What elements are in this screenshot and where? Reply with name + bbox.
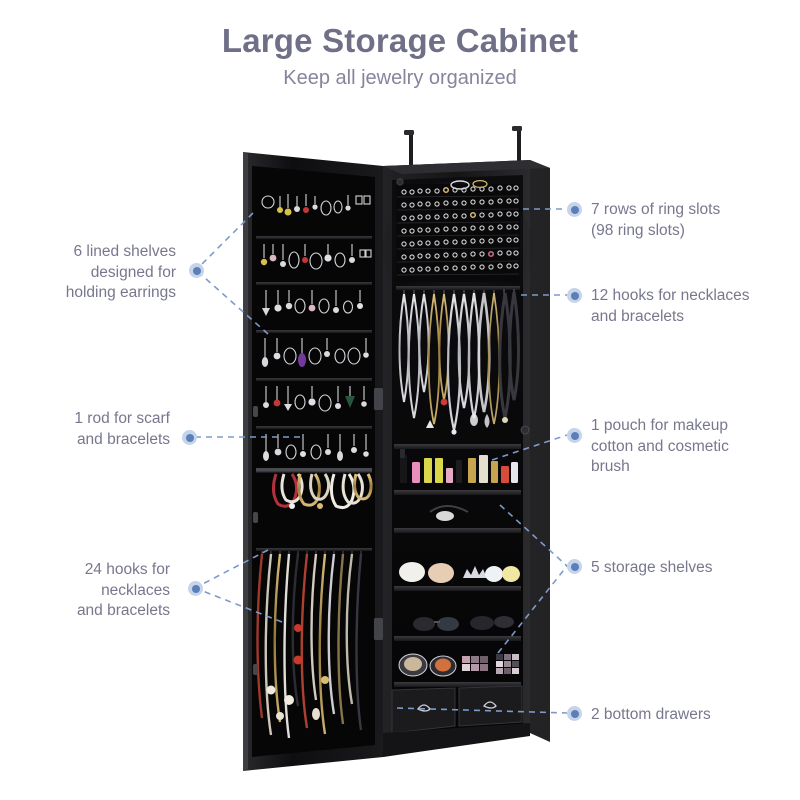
marker-lined-shelves[interactable] [189,263,204,278]
callout-necklace-hooks-12: 12 hooks for necklaces and bracelets [591,287,750,325]
cabinet-door-open [243,152,383,771]
callout-storage-shelves: 5 storage shelves [591,559,713,576]
necklace-hook-section [396,286,520,435]
scarf-rod [256,468,373,509]
marker-scarf-rod[interactable] [182,430,197,445]
door-hinges [374,388,383,640]
callout-ring-slots: 7 rows of ring slots (98 ring slots) [591,201,721,239]
marker-ring-slots[interactable] [567,202,582,217]
bottom-drawers [383,685,530,757]
header: Large Storage Cabinet Keep all jewelry o… [0,0,800,90]
marker-necklace-hooks-24[interactable] [188,581,203,596]
ring-slot-panel [396,178,520,282]
callout-makeup-pouch: 1 pouch for makeup cotton and cosmetic b… [591,417,729,476]
storage-shelves [394,490,521,687]
marker-storage-shelves[interactable] [567,559,582,574]
callout-bottom-drawers: 2 bottom drawers [591,706,711,723]
cabinet-lock-icon [520,425,530,435]
callout-necklace-hooks-24: 24 hooks for necklaces and bracelets [76,561,170,620]
marker-makeup-pouch[interactable] [567,428,582,443]
callout-scarf-rod: 1 rod for scarf and bracelets [74,410,170,448]
page-subtitle: Keep all jewelry organized [283,67,517,89]
page-title: Large Storage Cabinet [221,22,579,59]
cosmetic-shelf [394,444,521,483]
callout-lined-shelves: 6 lined shelves designed for holding ear… [65,243,176,302]
marker-bottom-drawers[interactable] [567,706,582,721]
lower-necklace-hooks [256,548,372,739]
marker-necklace-hooks-12[interactable] [567,288,582,303]
